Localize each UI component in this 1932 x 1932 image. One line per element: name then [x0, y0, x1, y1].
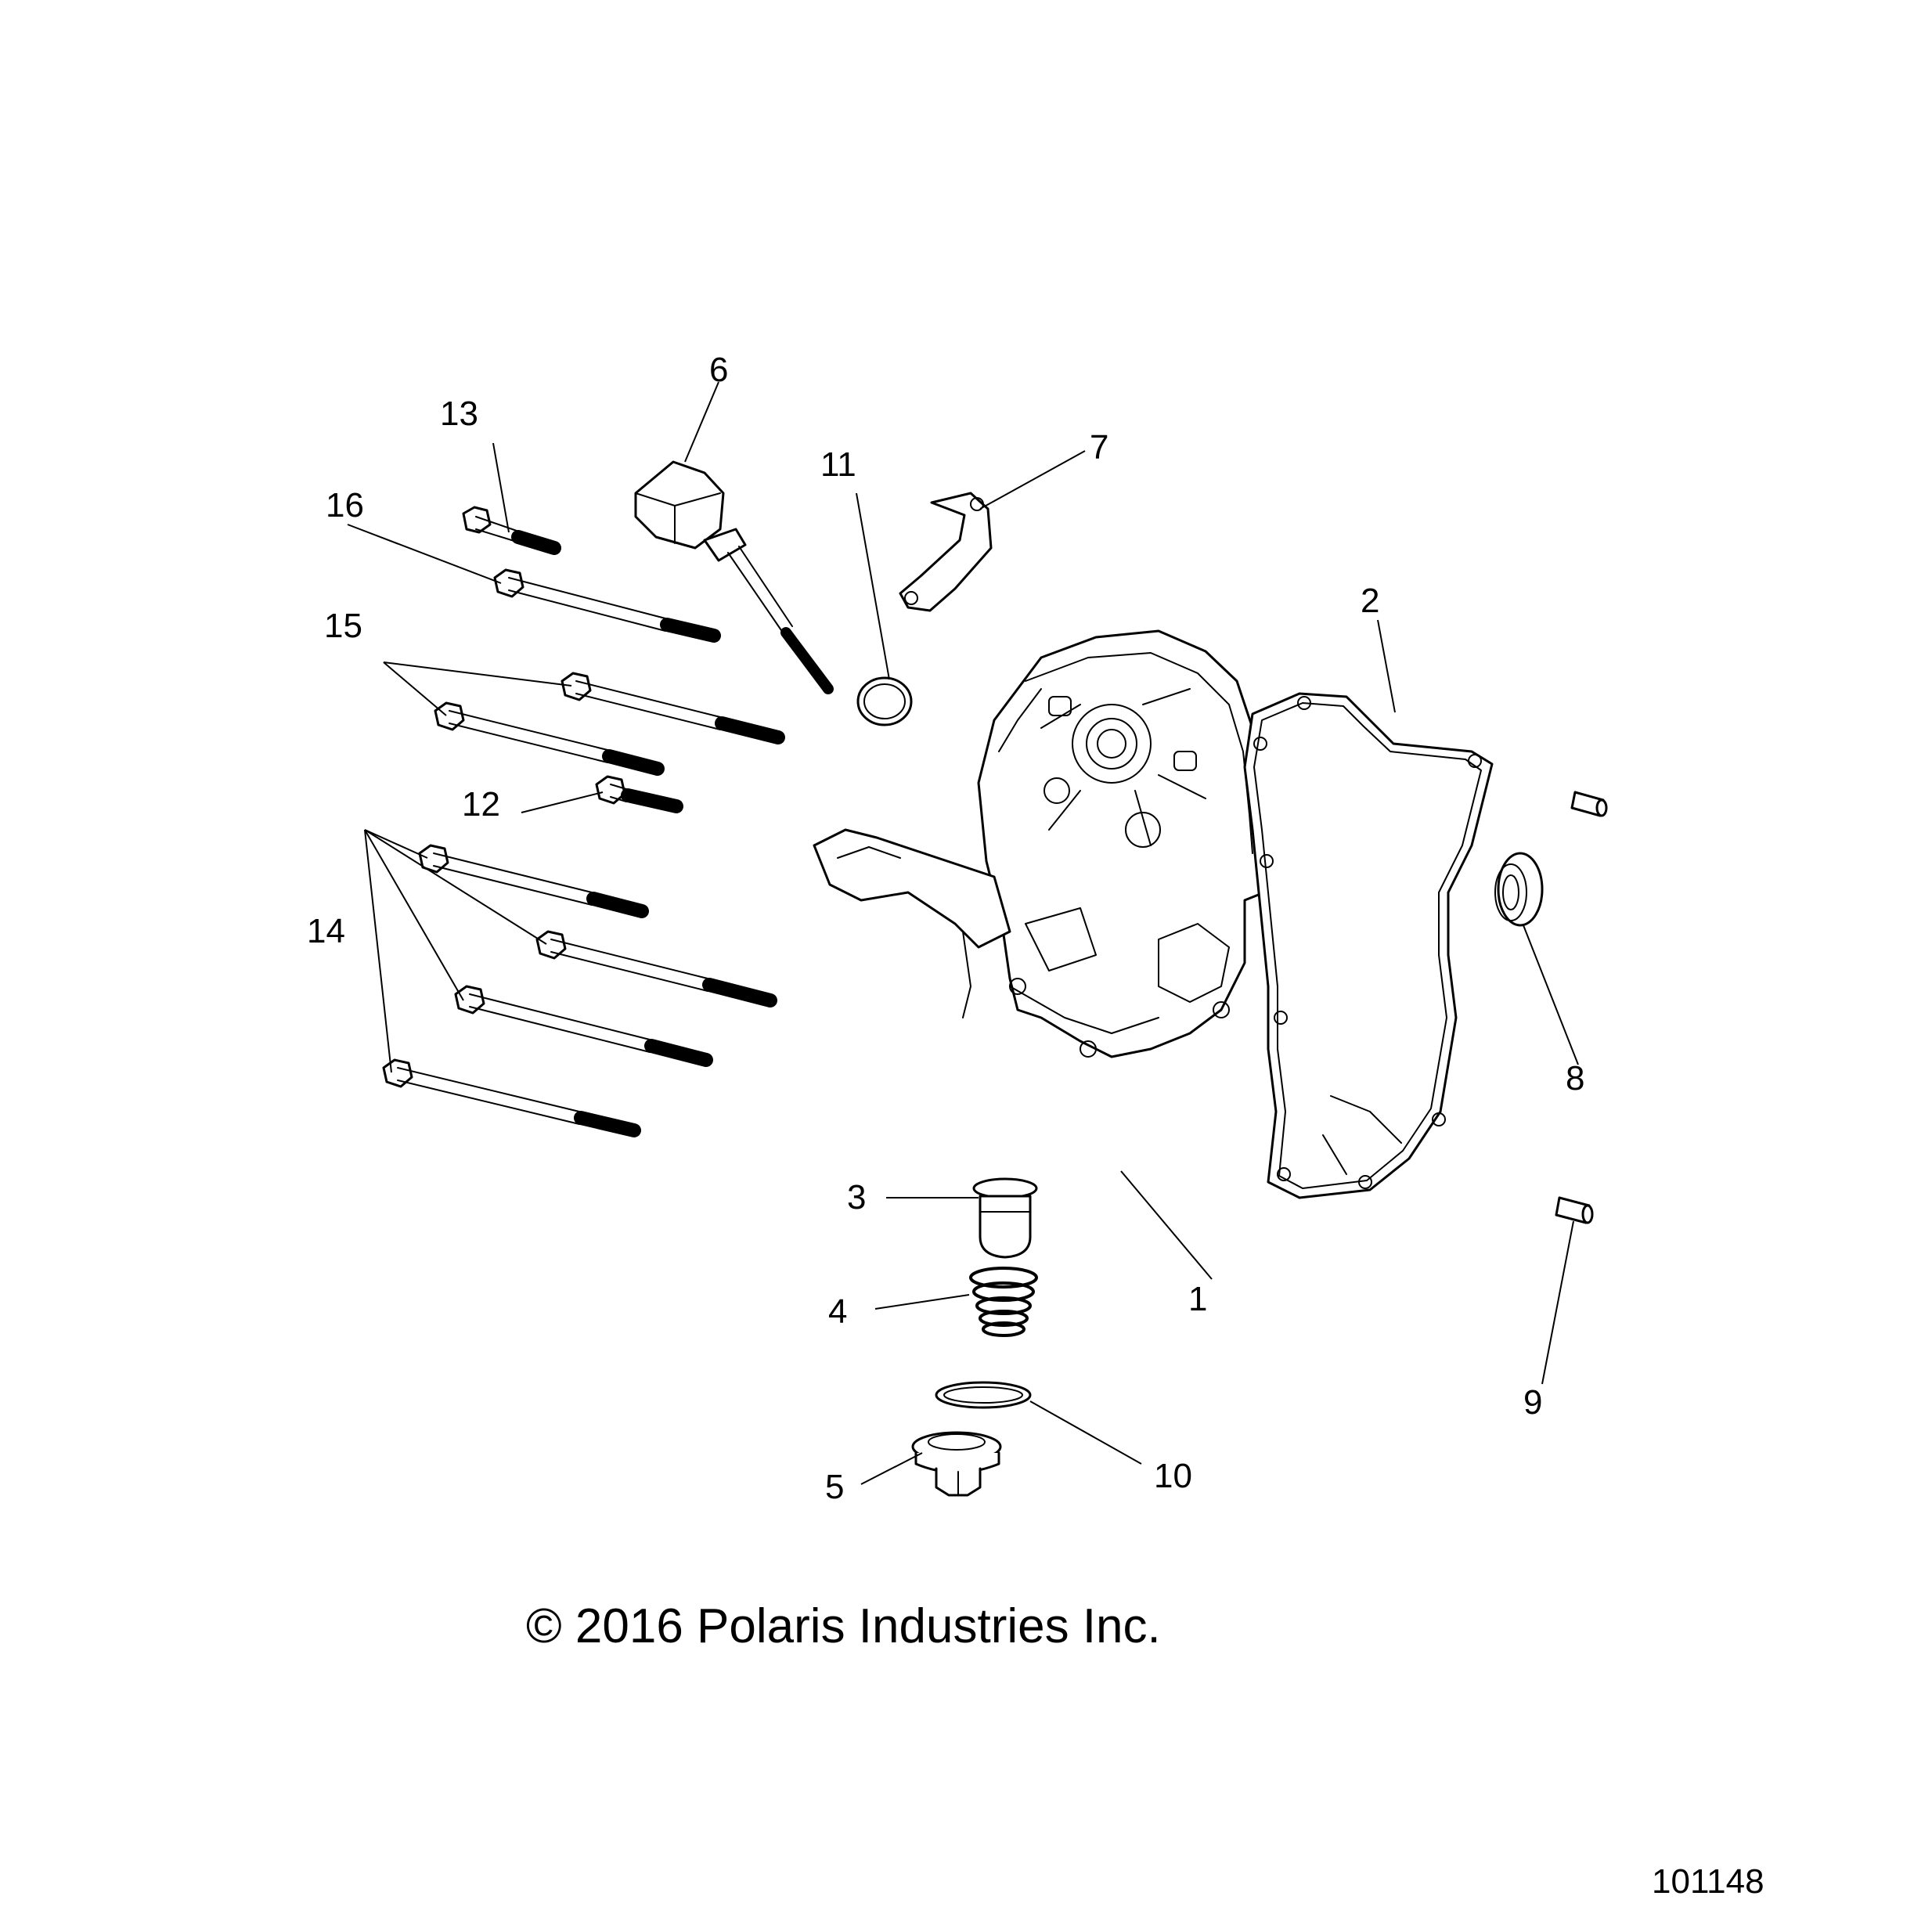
bolt-15-upper	[560, 672, 785, 744]
o-ring	[935, 1381, 1032, 1409]
callout-3: 3	[847, 1178, 866, 1217]
callout-13: 13	[440, 395, 478, 433]
drain-plug	[911, 1431, 1002, 1497]
dipstick	[634, 460, 834, 694]
callout-12: 12	[462, 785, 500, 824]
callout-2: 2	[1361, 582, 1379, 620]
callout-6: 6	[709, 351, 728, 389]
dowel-pin-lower	[1555, 1196, 1594, 1224]
callout-8: 8	[1566, 1059, 1584, 1098]
callout-10: 10	[1154, 1457, 1192, 1495]
callout-9: 9	[1523, 1383, 1542, 1422]
bolt-14-d	[382, 1058, 641, 1137]
leader-lines	[347, 381, 1579, 1485]
callout-16: 16	[326, 486, 364, 524]
callout-11: 11	[820, 445, 856, 484]
dowel-pin-upper	[1570, 791, 1608, 817]
callout-7: 7	[1090, 428, 1108, 467]
bolt-14-c	[454, 985, 713, 1067]
bolt-15-lower	[434, 701, 665, 776]
crankcase-cover	[813, 629, 1285, 1058]
snap-ring	[856, 676, 913, 726]
figure-number: 101148	[1652, 1862, 1764, 1901]
copyright-notice: © 2016 Polaris Industries Inc.	[526, 1599, 1161, 1653]
callout-15: 15	[324, 607, 362, 645]
callout-labels: 6 13 16 11 7 15 2 12 14 8 3 1 4 9 10 5	[307, 351, 1584, 1506]
bolt-14-b	[535, 930, 777, 1007]
callout-5: 5	[825, 1468, 844, 1506]
oil-seal	[1494, 852, 1544, 927]
callout-14: 14	[307, 912, 345, 950]
bolt-14-a	[418, 844, 649, 918]
bolt-16	[493, 568, 721, 643]
relief-spring	[969, 1267, 1038, 1337]
bolt-12	[595, 775, 683, 813]
callout-1: 1	[1188, 1280, 1207, 1318]
relief-valve	[972, 1177, 1038, 1259]
cover-gasket	[1243, 692, 1494, 1199]
retainer-plate	[899, 492, 993, 612]
callout-4: 4	[828, 1292, 847, 1331]
bolt-13	[462, 506, 561, 555]
